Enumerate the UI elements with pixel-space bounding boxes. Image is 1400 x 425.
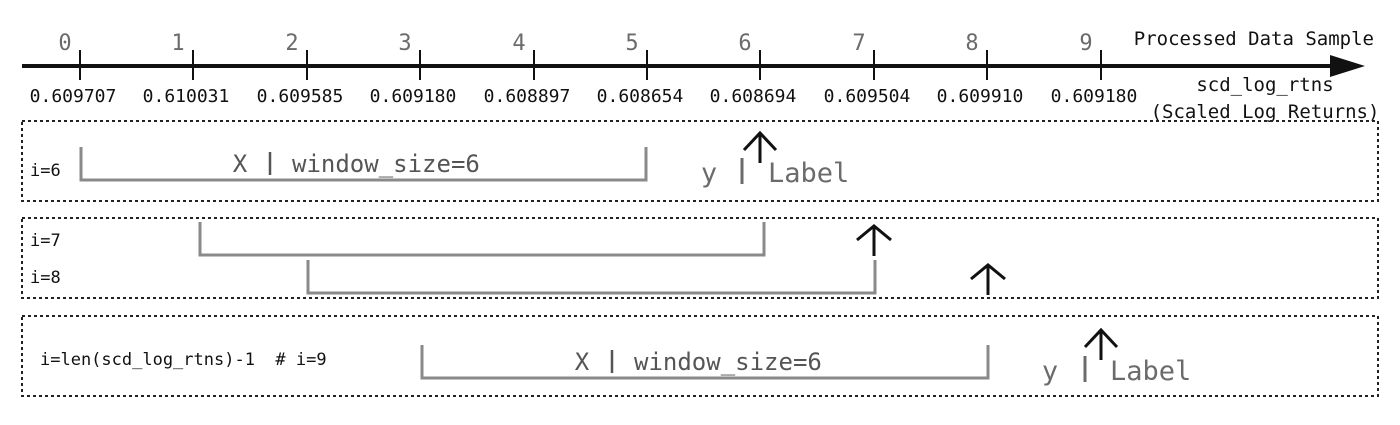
series-description: (Scaled Log Returns) xyxy=(1151,101,1380,123)
label-text: Label xyxy=(768,158,849,189)
axis-value-label: 0.609180 xyxy=(370,86,457,107)
axis-value-label: 0.609585 xyxy=(257,86,344,107)
axis-value-label: 0.609707 xyxy=(30,86,117,107)
row-label-i8: i=8 xyxy=(30,268,61,288)
target-arrow-icon xyxy=(856,224,892,256)
target-arrow-icon xyxy=(742,130,778,163)
axis-value-label: 0.608654 xyxy=(597,86,684,107)
row-label-i9: i=len(scd_log_rtns)-1 # i=9 xyxy=(40,350,327,370)
window-size-label: window_size=6 xyxy=(292,150,480,178)
axis-arrowhead xyxy=(1330,55,1365,77)
row-label-i6: i=6 xyxy=(30,161,61,181)
row-label-i7: i=7 xyxy=(30,231,61,251)
axis-value-labels: 0.609707 0.610031 0.609585 0.609180 0.608897… xyxy=(30,86,1138,107)
y-label: y xyxy=(1042,356,1058,387)
axis-index-label: 8 xyxy=(965,31,978,56)
x-label: X xyxy=(575,348,590,376)
axis-index-label: 0 xyxy=(58,31,71,56)
target-arrow-icon xyxy=(970,263,1006,295)
panel-border xyxy=(21,217,1379,299)
window-bracket-i8 xyxy=(306,260,877,295)
panel-border xyxy=(21,120,1379,202)
axis-value-label: 0.609180 xyxy=(1051,86,1138,107)
window-bracket xyxy=(420,345,990,380)
axis-value-label: 0.610031 xyxy=(143,86,230,107)
axis-value-label: 0.608897 xyxy=(484,86,571,107)
panel-i9: i=len(scd_log_rtns)-1 # i=9 X window_siz… xyxy=(21,315,1379,397)
series-name: scd_log_rtns xyxy=(1196,74,1333,96)
label-text: Label xyxy=(1110,356,1191,387)
axis-index-label: 6 xyxy=(738,31,751,56)
panel-border xyxy=(21,315,1379,397)
axis-index-label: 5 xyxy=(625,31,638,56)
axis-index-label: 9 xyxy=(1079,31,1092,56)
axis-ticks xyxy=(79,50,1102,80)
axis-index-label: 1 xyxy=(171,31,184,56)
axis-index-labels: 0 1 2 3 4 5 6 7 8 9 xyxy=(58,31,1092,56)
axis-value-label: 0.609910 xyxy=(937,86,1024,107)
window-bracket-i7 xyxy=(198,222,766,257)
target-arrow-icon xyxy=(1083,327,1119,360)
x-label: X xyxy=(233,150,248,178)
axis-index-label: 4 xyxy=(512,31,525,56)
panel-i7-i8: i=7 i=8 xyxy=(21,217,1379,299)
window-size-label: window_size=6 xyxy=(634,348,822,376)
panel-i6: i=6 X window_size=6 y Label xyxy=(21,120,1379,202)
axis-value-label: 0.608694 xyxy=(710,86,797,107)
axis-value-label: 0.609504 xyxy=(824,86,911,107)
y-label: y xyxy=(701,158,717,189)
window-bracket xyxy=(79,147,648,182)
axis-title: Processed Data Sample xyxy=(1134,28,1374,50)
axis-index-label: 2 xyxy=(285,31,298,56)
axis-index-label: 3 xyxy=(398,31,411,56)
axis-index-label: 7 xyxy=(852,31,865,56)
